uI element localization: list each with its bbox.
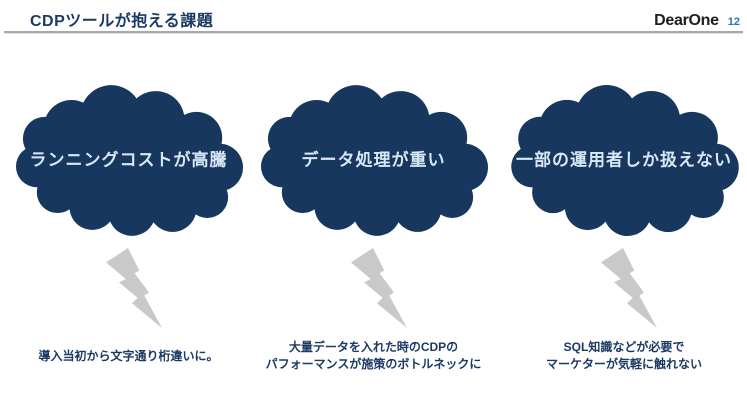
challenge-item-3: 一部の運用者しか扱えない SQL知識などが必要で マーケターが気軽に触れない bbox=[504, 83, 744, 420]
brand: DearOne 12 bbox=[654, 12, 740, 30]
challenge-cloud-label: ランニングコストが高騰 bbox=[29, 150, 228, 170]
challenge-cloud-label: 一部の運用者しか扱えない bbox=[516, 150, 732, 170]
challenge-item-1: ランニングコストが高騰 導入当初から文字通り桁違いに。 bbox=[12, 83, 245, 420]
lightning-bolt-icon bbox=[601, 248, 657, 328]
page-number: 12 bbox=[727, 16, 740, 28]
dearone-logo: DearOne bbox=[654, 12, 719, 29]
challenge-cloud-2: データ処理が重い bbox=[257, 83, 490, 237]
challenge-cloud-label: データ処理が重い bbox=[301, 150, 446, 170]
challenge-cloud-1: ランニングコストが高騰 bbox=[12, 83, 245, 237]
title-divider bbox=[4, 31, 743, 33]
lightning-bolt-icon bbox=[350, 248, 407, 328]
challenge-caption: 大量データを入れた時のCDPの パフォーマンスが施策のボトルネックに bbox=[265, 340, 482, 371]
challenge-cloud-3: 一部の運用者しか扱えない bbox=[504, 83, 744, 237]
page-title: CDPツールが抱える課題 bbox=[30, 13, 214, 30]
challenge-caption: SQL知識などが必要で マーケターが気軽に触れない bbox=[545, 340, 702, 371]
challenge-caption: 導入当初から文字通り桁違いに。 bbox=[38, 348, 219, 363]
lightning-bolt-icon bbox=[105, 248, 162, 328]
challenge-item-2: データ処理が重い 大量データを入れた時のCDPの パフォーマンスが施策のボトルネ… bbox=[257, 83, 490, 420]
